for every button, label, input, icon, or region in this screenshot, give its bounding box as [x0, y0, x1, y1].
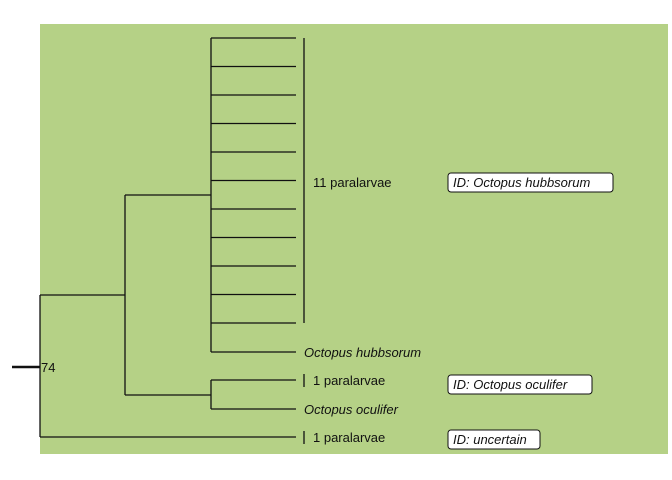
bootstrap-value: 74: [41, 360, 55, 375]
svg-text:ID: uncertain: ID: uncertain: [453, 432, 527, 447]
species-label-hubbsorum: Octopus hubbsorum: [304, 345, 421, 360]
hubbsorum-tips: [211, 37, 296, 324]
svg-text:ID: Octopus oculifer: ID: Octopus oculifer: [453, 377, 568, 392]
id-box-oculifer: ID: Octopus oculifer: [447, 374, 593, 395]
svg-text:ID: Octopus hubbsorum: ID: Octopus hubbsorum: [453, 175, 590, 190]
id-box-hubbsorum: ID: Octopus hubbsorum: [447, 172, 614, 193]
species-label-oculifer: Octopus oculifer: [304, 402, 399, 417]
oculifer-clade-label: 1 paralarvae: [313, 373, 385, 388]
uncertain-label: 1 paralarvae: [313, 430, 385, 445]
hubbsorum-clade-label: 11 paralarvae: [313, 175, 392, 190]
id-box-uncertain: ID: uncertain: [447, 429, 541, 450]
